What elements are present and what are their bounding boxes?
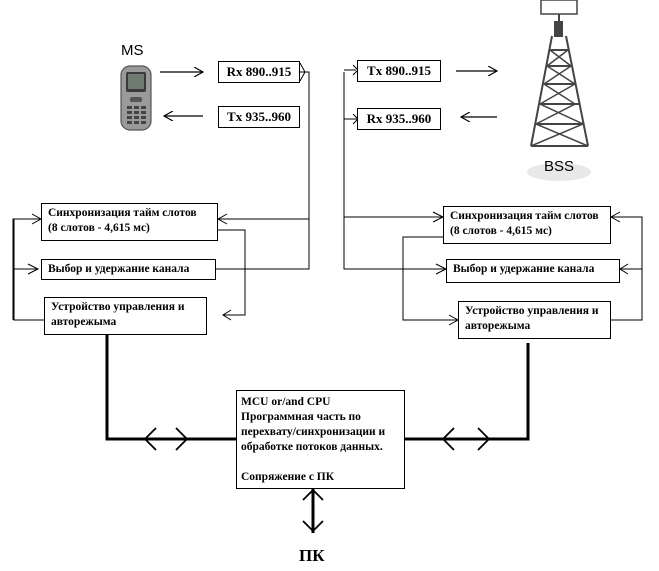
data-bus-lines <box>105 334 530 533</box>
cpu-line-2: Программная часть по <box>241 411 361 423</box>
pc-label: ПК <box>299 546 325 565</box>
cpu-line-1: MCU or/and CPU <box>241 396 331 408</box>
left-sync-line-2: (8 слотов - 4,615 мс) <box>48 222 150 234</box>
signal-arrows-left <box>160 72 203 116</box>
control-connectors-right <box>343 64 643 326</box>
cpu-line-4: обработке потоков данных. <box>241 441 383 453</box>
left-timeslot-sync-block: Синхронизация тайм слотов (8 слотов - 4,… <box>41 203 218 241</box>
right-control-block: Устройство управления и авторежыма <box>458 301 611 339</box>
left-rx-box: Rx 890..915 <box>218 61 300 83</box>
signal-arrows-right <box>456 71 497 117</box>
left-control-line-2: авторежыма <box>51 316 117 328</box>
right-control-line-2: авторежыма <box>465 320 531 332</box>
right-control-line-1: Устройство управления и <box>465 305 599 317</box>
left-tx-box: Tx 935..960 <box>218 106 300 128</box>
right-sync-line-2: (8 слотов - 4,615 мс) <box>450 225 552 237</box>
right-sync-line-1: Синхронизация тайм слотов <box>450 210 599 222</box>
bss-label: BSS <box>544 158 575 175</box>
left-control-block: Устройство управления и авторежыма <box>44 297 207 335</box>
right-tx-box: Tx 890..915 <box>357 60 441 82</box>
ms-label: MS <box>121 42 144 59</box>
right-timeslot-sync-block: Синхронизация тайм слотов (8 слотов - 4,… <box>443 206 611 244</box>
control-connectors-left <box>12 62 310 321</box>
right-channel-select-block: Выбор и удержание канала <box>446 259 620 283</box>
left-control-line-1: Устройство управления и <box>51 301 185 313</box>
cpu-block: MCU or/and CPU Программная часть по пере… <box>236 390 405 489</box>
cpu-line-5 <box>241 455 400 470</box>
left-channel-select-block: Выбор и удержание канала <box>41 259 216 280</box>
cpu-line-6: Сопряжение с ПК <box>241 471 335 483</box>
left-sync-line-1: Синхронизация тайм слотов <box>48 207 197 219</box>
cpu-line-3: перехвату/синхронизации и <box>241 426 386 438</box>
bss-tower-icon <box>527 0 591 181</box>
right-rx-box: Rx 935..960 <box>357 108 441 130</box>
mobile-phone-icon <box>120 65 152 131</box>
